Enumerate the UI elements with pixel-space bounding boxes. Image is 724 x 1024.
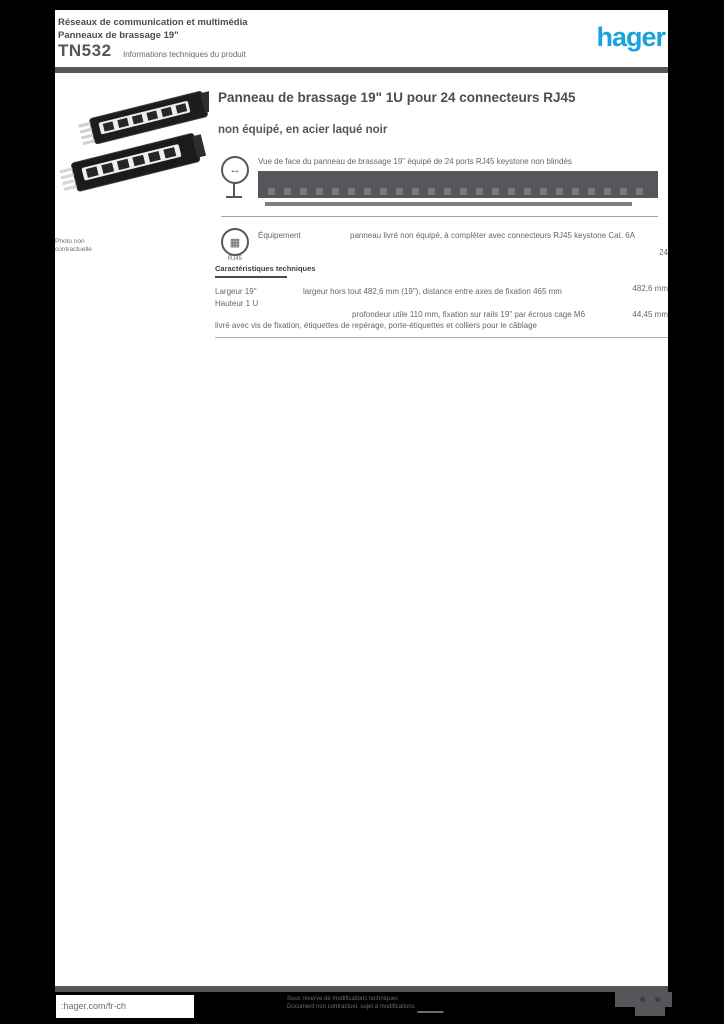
front-view-caption: Vue de face du panneau de brassage 19" é…: [258, 157, 572, 166]
signature-mark: [416, 1002, 450, 1013]
dim-label-1: Largeur 19": [215, 287, 257, 296]
port-row: [268, 188, 648, 195]
footer-stamp-tab: [635, 1007, 665, 1016]
patch-panel-back: [78, 91, 209, 146]
product-photo: [59, 91, 209, 192]
ports-icon-caption: RJ45: [227, 256, 242, 262]
dimension-icon-stem: [233, 184, 235, 196]
front-view-shadow: [265, 202, 632, 206]
page-subtitle: non équipé, en acier laqué noir: [218, 124, 388, 136]
table-bottom-divider: [215, 337, 668, 338]
dim-value-1: 482,6 mm: [632, 284, 668, 293]
category-line-2: Panneaux de brassage 19": [58, 30, 179, 41]
desc-line-3: livré avec vis de fixation, étiquettes d…: [215, 321, 537, 330]
section-heading: Caractéristiques techniques: [215, 264, 316, 273]
footer-divider: [55, 986, 668, 992]
photo-note-line-2: contractuelle: [55, 246, 92, 253]
desc-line-1: largeur hors tout 482,6 mm (19"), distan…: [303, 287, 562, 296]
stamp-dot-left: [640, 997, 645, 1002]
desc-line-2: profondeur utile 110 mm, fixation sur ra…: [352, 310, 586, 319]
dim-value-2: 44,45 mm: [632, 310, 668, 319]
front-view-image: [258, 171, 658, 198]
dim-label-2: Hauteur 1 U: [215, 299, 259, 308]
datasheet-page: Réseaux de communication et multimédia P…: [55, 10, 668, 992]
category-line-1: Réseaux de communication et multimédia: [58, 17, 248, 28]
legal-line-2: Document non contractuel, sujet à modifi…: [287, 1004, 415, 1010]
ports-icon: ▦: [221, 228, 249, 256]
photo-note-line-1: Photo non: [55, 238, 85, 245]
header-divider: [55, 67, 668, 73]
equipment-label: Équipement: [258, 231, 301, 240]
stamp-dot-right: [655, 997, 660, 1002]
page-title: Panneau de brassage 19" 1U pour 24 conne…: [218, 90, 576, 105]
website-link[interactable]: :hager.com/fr-ch: [56, 995, 194, 1018]
legal-line-1: Sous réserve de modifications techniques: [287, 996, 399, 1002]
equipment-value: 24: [659, 248, 668, 257]
row-divider: [221, 216, 658, 217]
equipment-text: panneau livré non équipé, à compléter av…: [350, 231, 636, 240]
patch-panel-front: [59, 133, 207, 192]
hager-logo: hager: [596, 22, 666, 52]
dimension-icon: ↔: [221, 156, 249, 184]
dimension-icon-base: [226, 196, 242, 198]
doc-info: Informations techniques du produit: [123, 50, 246, 59]
product-reference: TN532: [58, 41, 112, 60]
section-heading-rule: [215, 276, 287, 278]
